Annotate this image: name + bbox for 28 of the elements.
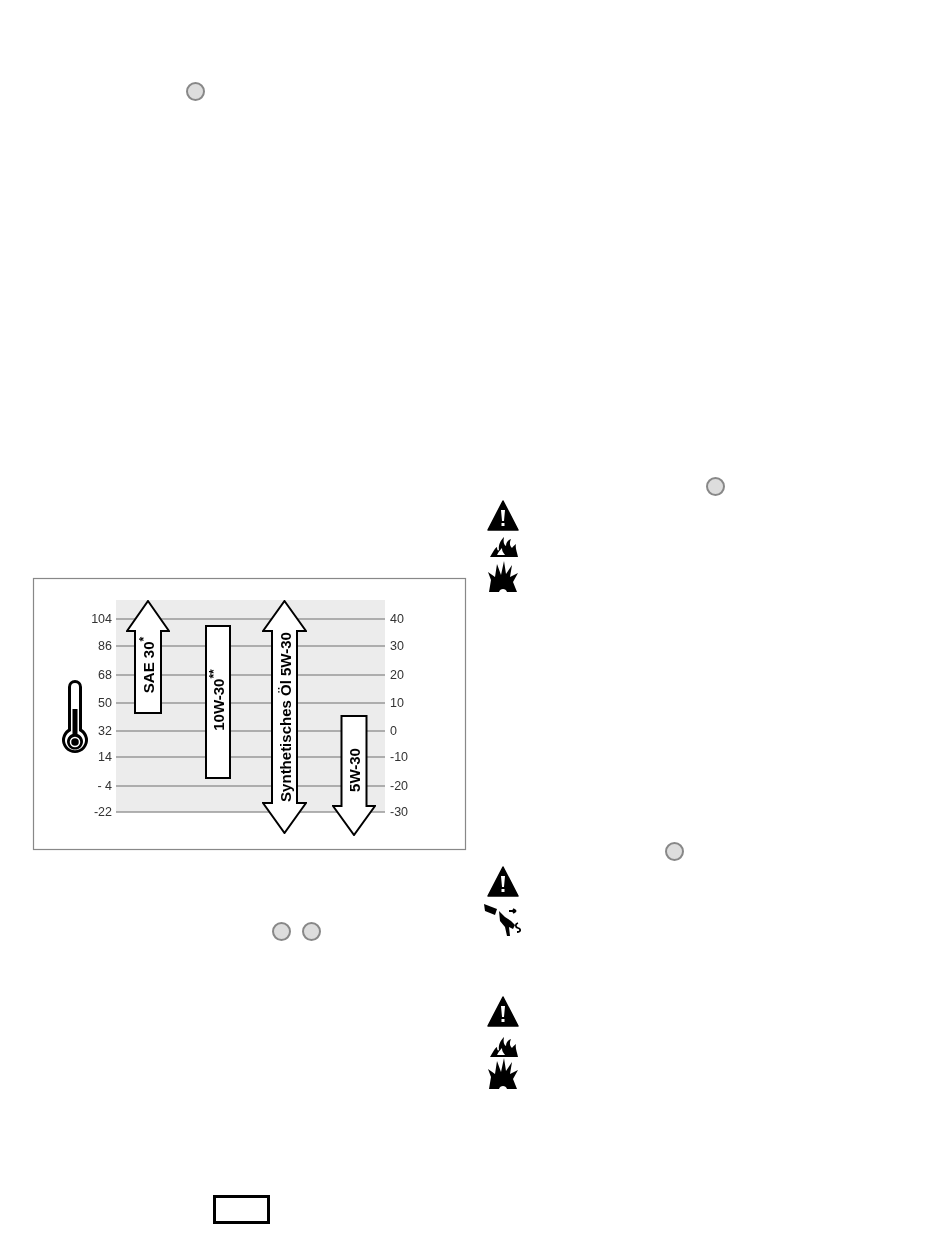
celsius-tick-label: 40 — [390, 612, 404, 626]
fahrenheit-tick-label: 50 — [98, 696, 112, 710]
celsius-tick-label: 30 — [390, 639, 404, 653]
callout-circle — [665, 842, 684, 861]
callout-circle — [272, 922, 291, 941]
celsius-tick-label: 10 — [390, 696, 404, 710]
open-ended-range-band — [332, 715, 376, 836]
celsius-tick-label: -10 — [390, 750, 409, 764]
celsius-tick-label: -30 — [390, 805, 409, 819]
open-ended-range-band — [126, 600, 170, 714]
page-number-box — [213, 1195, 270, 1224]
fahrenheit-tick-label: -22 — [93, 805, 112, 819]
oil-grade-label: Synthetisches Öl 5W-30 — [277, 632, 292, 802]
celsius-tick-label: 20 — [390, 668, 404, 682]
celsius-tick-label: -20 — [390, 779, 409, 793]
range-band — [205, 625, 231, 779]
fahrenheit-tick-label: 68 — [98, 668, 112, 682]
callout-circle — [706, 477, 725, 496]
oil-grade-label: 5W-30 — [346, 748, 362, 792]
fahrenheit-tick-label: - 4 — [97, 779, 112, 793]
callout-circle — [186, 82, 205, 101]
celsius-tick-label: 0 — [390, 724, 397, 738]
open-ended-range-band — [262, 600, 307, 834]
callout-circle — [302, 922, 321, 941]
fahrenheit-tick-label: 32 — [98, 724, 112, 738]
fahrenheit-tick-label: 104 — [91, 612, 112, 626]
fahrenheit-tick-label: 14 — [98, 750, 112, 764]
fahrenheit-tick-label: 86 — [98, 639, 112, 653]
